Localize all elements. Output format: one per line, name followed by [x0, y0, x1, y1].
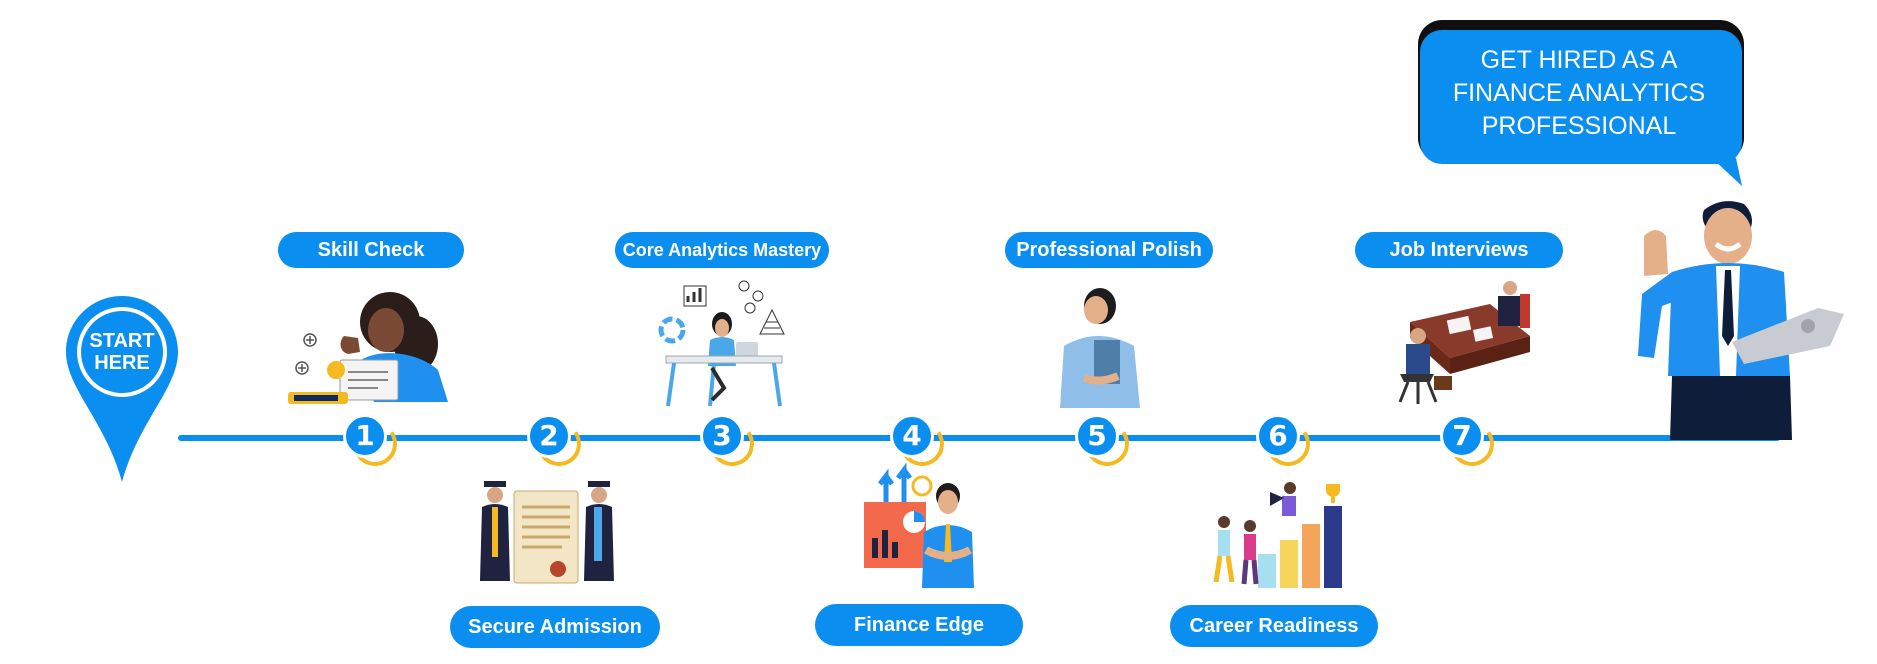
step-5-node: 5	[1075, 414, 1133, 470]
step-3-node: 3	[700, 414, 758, 470]
start-label-line1: START	[89, 330, 155, 352]
graduation-illustration	[480, 481, 614, 584]
step-1-number: 1	[355, 419, 375, 452]
job-interview-illustration	[1398, 281, 1530, 404]
start-pin-icon	[66, 296, 178, 482]
goal-line-2: FINANCE ANALYTICS	[1452, 79, 1706, 107]
step-4-label: Finance Edge	[815, 604, 1023, 646]
step-2-label: Secure Admission	[450, 606, 660, 648]
skill-check-illustration	[288, 292, 448, 404]
goal-line-1: GET HIRED AS A	[1480, 46, 1678, 74]
step-6-number: 6	[1268, 419, 1288, 452]
step-2-node: 2	[527, 414, 585, 470]
professional-illustration	[1060, 288, 1140, 408]
step-2-number: 2	[539, 419, 559, 452]
step-4-node: 4	[890, 414, 948, 470]
step-5-label: Professional Polish	[1005, 232, 1213, 268]
step-1-node: 1	[343, 414, 401, 470]
step-4-number: 4	[902, 419, 922, 452]
step-3-number: 3	[712, 419, 732, 452]
step-6-label: Career Readiness	[1170, 605, 1378, 647]
goal-line-3: PROFESSIONAL	[1481, 112, 1677, 140]
career-growth-illustration	[1213, 482, 1342, 588]
step-7-label: Job Interviews	[1355, 232, 1563, 268]
finance-edge-illustration	[864, 462, 974, 588]
step-7-node: 7	[1440, 414, 1498, 470]
analytics-desk-illustration	[658, 280, 785, 407]
start-label: START HERE	[70, 330, 174, 374]
step-6-node: 6	[1256, 414, 1314, 470]
goal-speech-bubble	[1418, 20, 1744, 186]
step-3-label: Core Analytics Mastery	[615, 232, 829, 268]
hired-professional-illustration	[1638, 201, 1844, 440]
step-5-number: 5	[1087, 419, 1107, 452]
step-7-number: 7	[1452, 419, 1472, 452]
step-1-label: Skill Check	[278, 232, 464, 268]
goal-text: GET HIRED AS A FINANCE ANALYTICS PROFESS…	[1418, 44, 1740, 143]
start-label-line2: HERE	[94, 352, 150, 374]
timeline-line	[178, 435, 1780, 441]
